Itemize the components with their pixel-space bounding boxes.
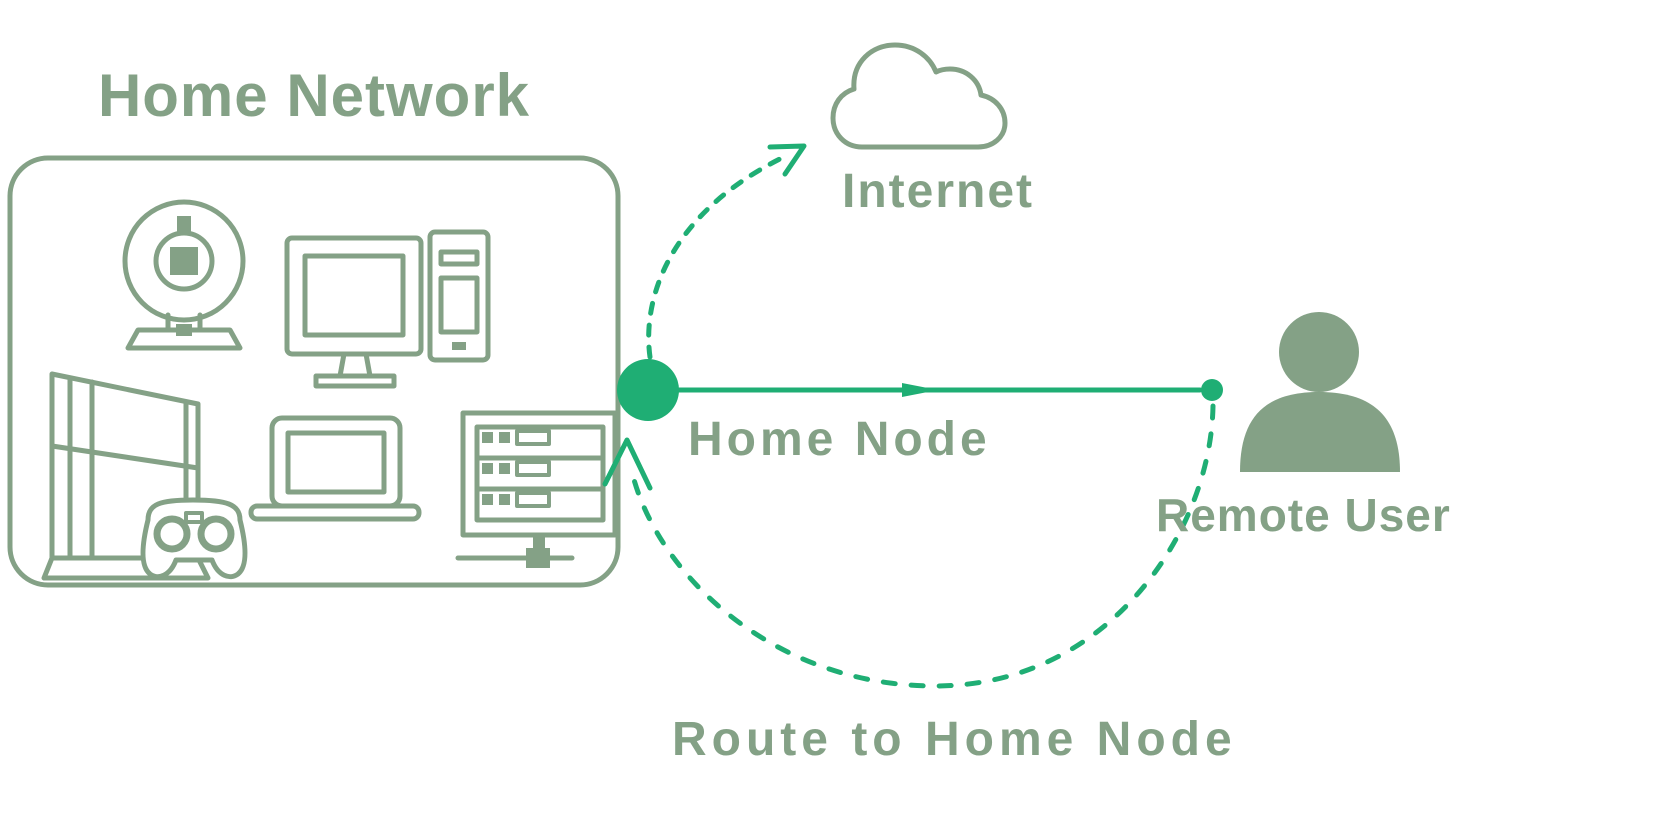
- home-node-label: Home Node: [688, 413, 991, 466]
- server-icon: [455, 410, 618, 568]
- home-network-box: [7, 155, 621, 588]
- person-icon: [1240, 312, 1400, 472]
- webcam-icon: [122, 199, 246, 351]
- arrowhead-to-internet: [767, 143, 807, 177]
- node-to-user-line: [645, 379, 1223, 401]
- home-network-title: Home Network: [97, 62, 531, 129]
- remote-user-label: Remote User: [1156, 489, 1451, 541]
- laptop-icon: [248, 415, 422, 522]
- remote-endpoint-dot: [1201, 379, 1223, 401]
- node-to-internet-arrow: [646, 143, 807, 360]
- internet-cloud-icon: [830, 42, 1008, 150]
- home-node-dot: [617, 359, 679, 421]
- internet-label: Internet: [841, 165, 1034, 218]
- arrowhead-on-line: [902, 383, 938, 397]
- desktop-computer-icon: [284, 229, 491, 389]
- arrowhead-to-node: [602, 437, 653, 491]
- game-console-icon: [41, 371, 248, 581]
- route-to-home-node-label: Route to Home Node: [672, 713, 1237, 766]
- route-to-home-node-arc: [602, 403, 1216, 689]
